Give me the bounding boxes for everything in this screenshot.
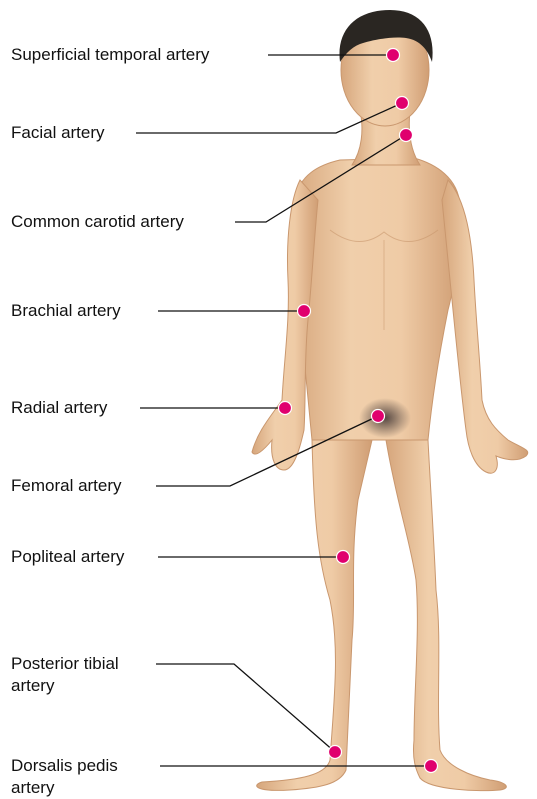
popliteal-pulse-point <box>337 551 350 564</box>
dorsalis-pedis-pulse-point <box>425 760 438 773</box>
radial-pulse-point <box>279 402 292 415</box>
label-radial-artery: Radial artery <box>11 397 107 419</box>
label-brachial-artery: Brachial artery <box>11 300 121 322</box>
label-facial-artery: Facial artery <box>11 122 105 144</box>
brachial-pulse-point <box>298 305 311 318</box>
groin-shade <box>359 398 411 438</box>
label-superficial-temporal-artery: Superficial temporal artery <box>11 44 209 66</box>
label-femoral-artery: Femoral artery <box>11 475 122 497</box>
human-body-illustration <box>252 10 528 791</box>
femoral-pulse-point <box>372 410 385 423</box>
label-common-carotid-artery: Common carotid artery <box>11 211 184 233</box>
common-carotid-pulse-point <box>400 129 413 142</box>
facial-pulse-point <box>396 97 409 110</box>
left-leg <box>257 440 372 790</box>
posterior-tibial-pulse-point <box>329 746 342 759</box>
label-dorsalis-pedis-artery: Dorsalis pedis artery <box>11 755 156 799</box>
label-popliteal-artery: Popliteal artery <box>11 546 124 568</box>
right-arm <box>442 180 528 473</box>
label-posterior-tibial-artery: Posterior tibial artery <box>11 653 156 697</box>
right-leg <box>386 440 506 791</box>
superficial-temporal-pulse-point <box>387 49 400 62</box>
leader-posterior-tibial <box>156 664 335 752</box>
